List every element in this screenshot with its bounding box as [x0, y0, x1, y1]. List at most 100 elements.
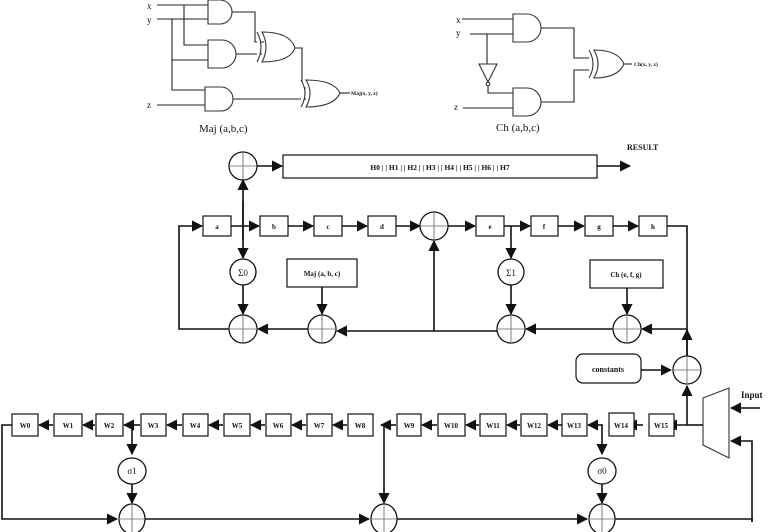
maj-and-gate-2: [207, 39, 237, 69]
maj-xor-gate-1: [256, 31, 296, 63]
svg-text:Σ0: Σ0: [238, 268, 248, 278]
svg-text:g: g: [597, 223, 601, 231]
register-b: b: [259, 215, 289, 237]
register-h: h: [638, 215, 668, 237]
maj-circuit: x y z Maj(x, y, z) Maj (a,b,c): [147, 0, 378, 135]
svg-text:W6: W6: [273, 422, 284, 430]
svg-text:W5: W5: [232, 422, 243, 430]
register-W12: W12: [520, 413, 548, 437]
constants-box: constants: [575, 353, 642, 384]
register-a: a: [202, 215, 232, 237]
svg-text:W4: W4: [190, 422, 201, 430]
svg-text:d: d: [380, 223, 384, 231]
register-d: d: [367, 215, 397, 237]
svg-text:constants: constants: [592, 365, 624, 374]
register-W1: W1: [53, 413, 83, 437]
register-W7: W7: [306, 413, 333, 437]
ch-xor-gate: [588, 49, 625, 79]
svg-text:Maj (a, b, c): Maj (a, b, c): [304, 270, 341, 278]
result-adder: [228, 151, 258, 181]
svg-text:σ1: σ1: [127, 466, 136, 476]
maj-adder: [307, 314, 337, 344]
result-section: H0 | | H1 | | H2 | | H3 | | H4 | | H5 | …: [228, 143, 659, 181]
register-W10: W10: [437, 413, 466, 437]
register-W4: W4: [182, 413, 209, 437]
maj-input-z: z: [147, 100, 151, 110]
ch-not-gate: [478, 63, 498, 84]
svg-text:W12: W12: [527, 422, 542, 430]
ch-output-label: Ch(x, y, z): [634, 61, 658, 68]
register-e: e: [475, 215, 505, 237]
schedule-adder-1: [118, 503, 146, 532]
svg-text:a: a: [215, 223, 219, 231]
register-g: g: [584, 215, 614, 237]
maj-and-gate-1: [207, 0, 233, 25]
maj-and-gate-3: [204, 86, 234, 112]
a-feedback-adder: [228, 314, 258, 344]
svg-text:e: e: [488, 223, 491, 231]
ch-input-wires: [462, 18, 513, 109]
register-W8: W8: [347, 413, 374, 437]
register-W5: W5: [223, 413, 251, 437]
ch-adder: [612, 314, 642, 344]
ch-and-xor-wires: [541, 27, 592, 103]
register-W3: W3: [140, 413, 167, 437]
register-W15: W15: [648, 413, 675, 437]
Sigma0-node: Σ0: [229, 258, 257, 286]
svg-text:W14: W14: [614, 422, 629, 430]
ch-input-x: x: [456, 15, 461, 25]
register-f: f: [530, 215, 559, 237]
svg-text:b: b: [272, 223, 276, 231]
svg-text:Σ1: Σ1: [506, 268, 516, 278]
feedback-to-a-wire: [178, 220, 204, 323]
svg-text:W8: W8: [355, 422, 366, 430]
maj-input-x: x: [147, 1, 152, 11]
register-W13: W13: [561, 413, 588, 437]
register-c: c: [313, 215, 343, 237]
svg-text:Ch (e, f, g): Ch (e, f, g): [610, 271, 642, 279]
svg-text:W0: W0: [20, 422, 31, 430]
svg-text:f: f: [543, 223, 546, 231]
maj-input-wires: [157, 4, 208, 106]
register-W11: W11: [479, 413, 507, 437]
de-adder: [419, 211, 449, 241]
adder3-to-mux-wire: [615, 518, 753, 522]
mux: [702, 387, 730, 459]
a-adder-feedback-wire: [178, 323, 229, 330]
ch-input-z: z: [454, 102, 458, 112]
input-mux-section: Input: [687, 387, 763, 522]
svg-text:W10: W10: [444, 422, 459, 430]
maj-output-label: Maj(x, y, z): [351, 90, 378, 97]
maj-xor-gate-2: [300, 79, 341, 108]
ch-and-gate-1: [512, 13, 542, 43]
sigma0-node: σ0: [587, 457, 617, 485]
constants-adder: [672, 355, 702, 385]
W0-to-first-adder-wire: [1, 424, 119, 525]
ch-circuit: x y z Ch(x, y, z) Ch (a,b,c): [454, 13, 658, 134]
svg-text:W7: W7: [314, 422, 325, 430]
svg-text:W13: W13: [567, 422, 582, 430]
register-W9: W9: [396, 413, 422, 437]
svg-text:c: c: [326, 223, 329, 231]
register-W2: W2: [95, 413, 124, 437]
hash-registers-text: H0 | | H1 | | H2 | | H3 | | H4 | | H5 | …: [370, 163, 509, 172]
schedule-adder-2: [370, 503, 398, 532]
svg-text:σ0: σ0: [597, 466, 607, 476]
maj-box: Maj (a, b, c): [286, 258, 358, 288]
maj-caption: Maj (a,b,c): [199, 123, 248, 135]
result-label: RESULT: [627, 143, 659, 152]
svg-text:W3: W3: [148, 422, 159, 430]
svg-text:W9: W9: [404, 422, 415, 430]
svg-text:W2: W2: [104, 422, 115, 430]
register-W0: W0: [11, 413, 39, 437]
svg-text:W1: W1: [63, 422, 74, 430]
svg-text:W15: W15: [654, 422, 669, 430]
schedule-adder-3: [588, 503, 616, 532]
ch-caption: Ch (a,b,c): [496, 122, 540, 134]
input-label: Input: [741, 390, 763, 400]
ch-not-bubble: [485, 81, 491, 87]
register-W14: W14: [608, 412, 635, 437]
h-output-wire: [667, 225, 688, 357]
ch-and-gate-2: [512, 87, 542, 117]
